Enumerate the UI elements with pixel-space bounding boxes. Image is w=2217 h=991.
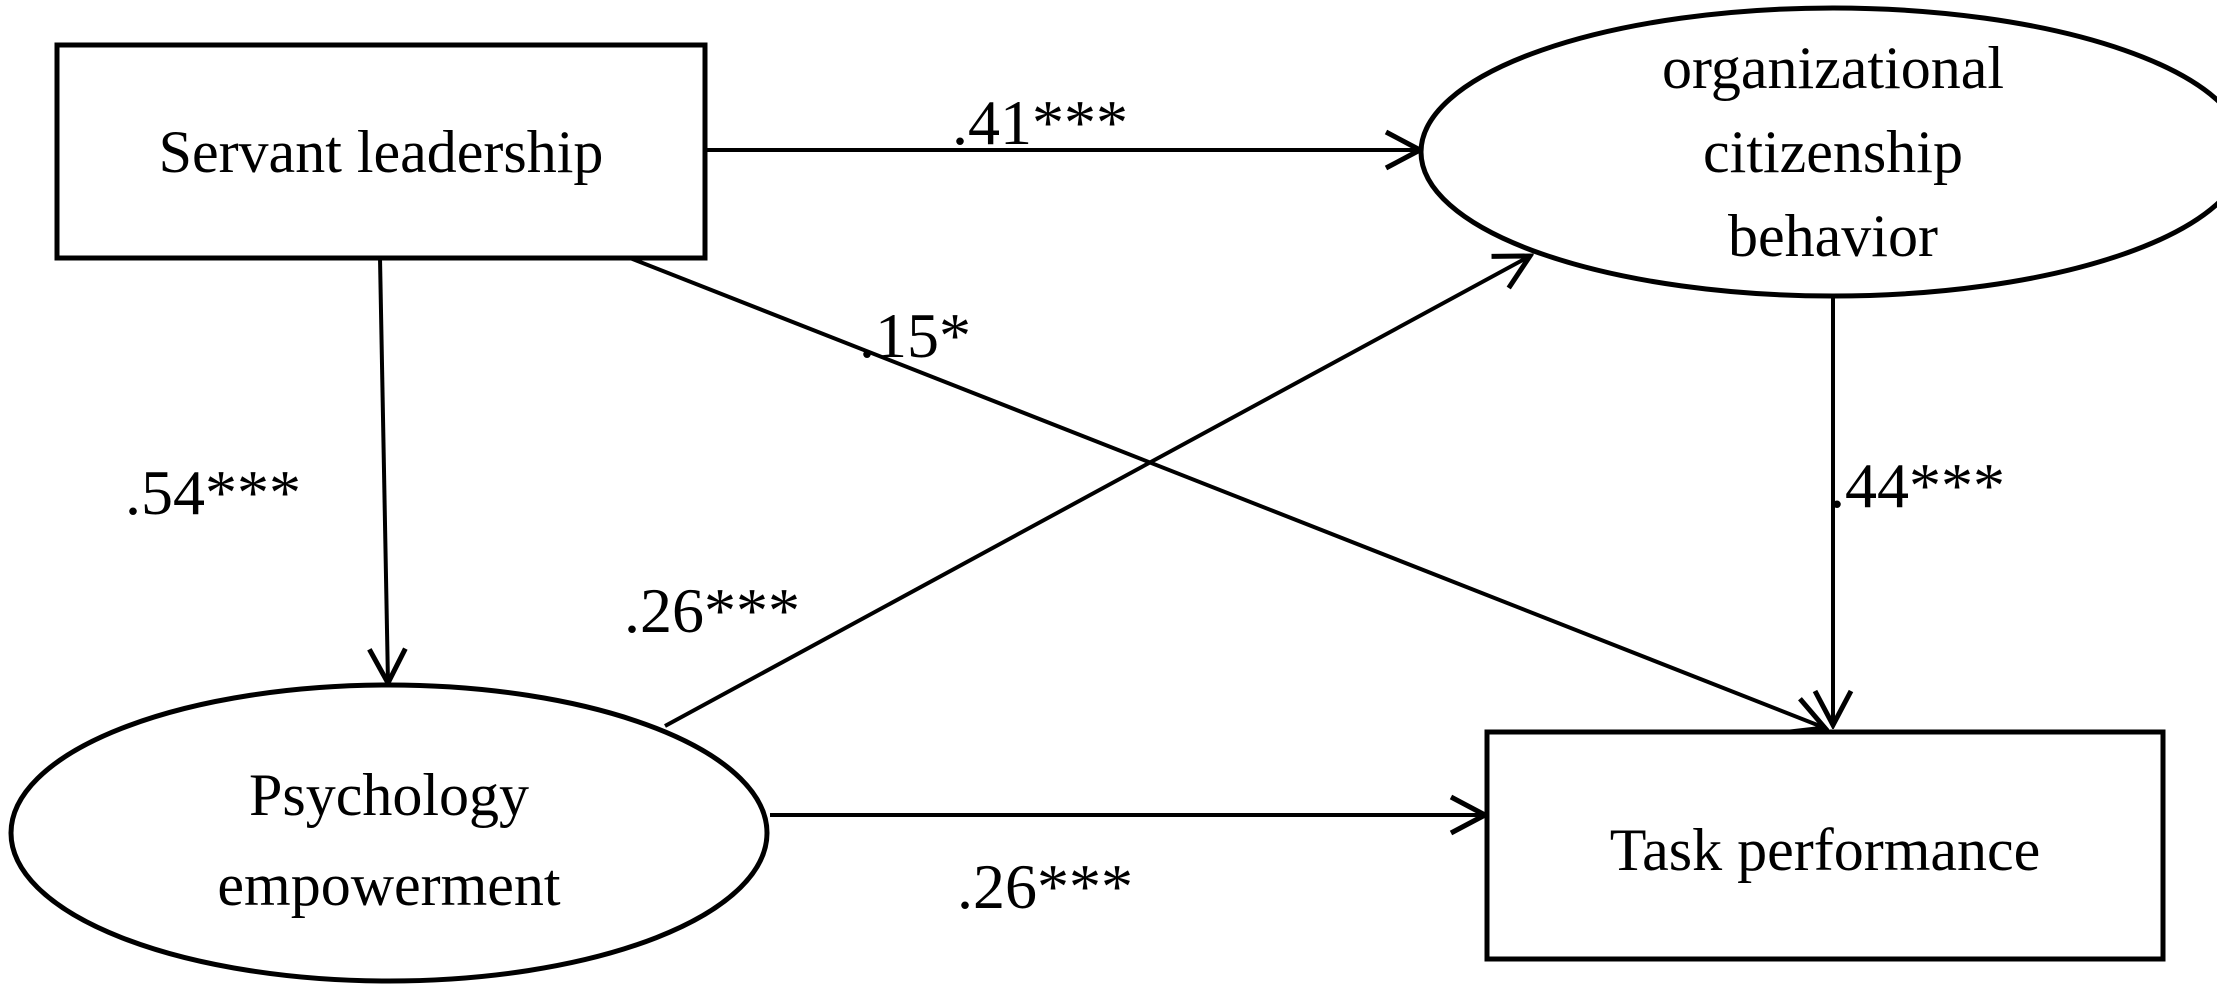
node-ocb-label-line1: organizational <box>1662 35 2004 101</box>
node-psych-empowerment: Psychology empowerment <box>8 682 770 984</box>
edge-label-sl-to-ocb: .41*** <box>952 87 1128 158</box>
node-task-performance: Task performance <box>1484 729 2166 962</box>
edge-sl-to-pe <box>380 257 388 683</box>
node-ocb-label-line2: citizenship <box>1703 119 1963 185</box>
edge-pe-to-ocb <box>664 256 1530 728</box>
node-psych-empowerment-label-line2: empowerment <box>217 852 561 918</box>
edge-label-pe-to-ocb: .26*** <box>624 575 800 646</box>
node-ocb: organizational citizenship behavior <box>1418 5 2217 299</box>
node-servant-leadership-label: Servant leadership <box>159 119 604 185</box>
node-servant-leadership: Servant leadership <box>54 42 708 261</box>
edge-label-sl-to-tp: .15* <box>859 300 971 371</box>
node-task-performance-label: Task performance <box>1610 817 2041 883</box>
edge-label-sl-to-pe: .54*** <box>125 457 301 528</box>
edge-sl-to-tp <box>629 256 1825 728</box>
node-psych-empowerment-label-line1: Psychology <box>249 762 529 828</box>
node-ocb-label-line3: behavior <box>1728 203 1938 269</box>
edge-label-ocb-to-tp: .44*** <box>1829 450 2005 521</box>
edge-label-pe-to-tp: .26*** <box>957 851 1133 922</box>
